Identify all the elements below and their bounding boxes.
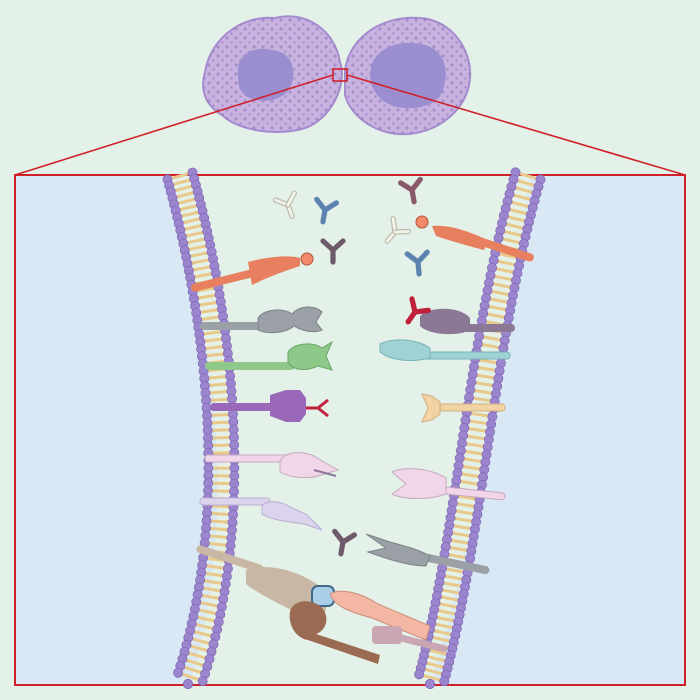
receptor-salmon-right [329, 590, 448, 653]
receptor-lilac-left [199, 497, 323, 531]
antibody-5 [384, 216, 412, 244]
receptor-orange-left [190, 252, 314, 292]
receptor-teal-right [379, 339, 511, 361]
right-cell [344, 16, 472, 136]
antibodies [272, 176, 431, 557]
receptor-pink-left [204, 452, 340, 479]
receptor-gray-right [365, 533, 490, 575]
receptor-tan-right [421, 393, 506, 423]
receptor-mauve-right [420, 308, 515, 335]
receptor-orange-right [415, 215, 534, 262]
receptor-gray-left [200, 306, 323, 334]
zoom-line-right [346, 74, 686, 176]
left-cell-nucleus [237, 48, 294, 101]
antibody-8 [332, 528, 358, 557]
antibody-7 [405, 296, 431, 325]
zoom-line-left [14, 74, 334, 176]
left-cell [202, 15, 343, 133]
right-membrane [414, 167, 546, 689]
receptor-green-left [205, 340, 334, 371]
antibody-2 [314, 196, 340, 225]
antibody-6 [404, 249, 430, 277]
antibody-3 [320, 238, 346, 265]
antibody-4 [397, 176, 423, 205]
zoom-indicator [14, 68, 686, 176]
receptors [190, 215, 534, 664]
antibody-1 [272, 190, 297, 219]
receptor-brown-left [289, 601, 380, 664]
receptor-purple-left [210, 390, 329, 422]
receptor-pink-right [391, 468, 506, 501]
right-cell-nucleus [370, 42, 446, 109]
